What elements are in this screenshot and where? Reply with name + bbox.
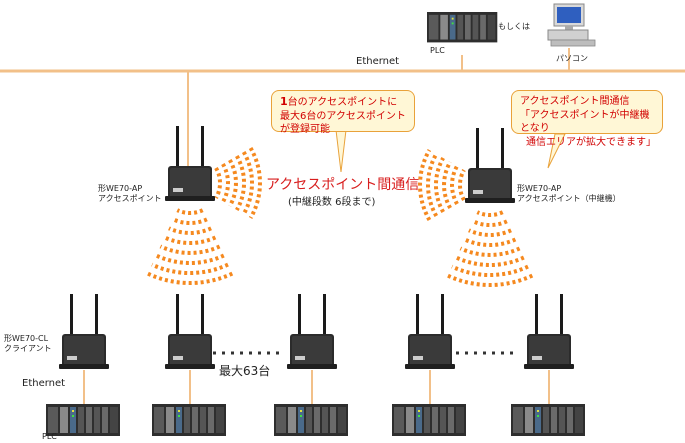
ap-left-role: アクセスポイント (98, 194, 162, 203)
plc-icon (152, 404, 226, 436)
callout-right-line3: 通信エリアが拡大できます」 (526, 136, 656, 148)
ap-left-right-wave-arc (248, 147, 262, 219)
callout-left-line3: が登録可能 (280, 124, 330, 136)
ap-left-right-wave-arc (214, 167, 222, 199)
or-label: もしくは (498, 22, 530, 31)
plc-icon (274, 404, 348, 436)
ap-left-down-wave-arc (176, 208, 204, 216)
callout-right-line2: 「アクセスポイントが中継機となり (520, 109, 650, 135)
client-device-icon (405, 294, 455, 369)
link-subtitle: (中継段数 6段まで) (288, 197, 376, 208)
callout-left: 1台のアクセスポイントに 最大6台のアクセスポイント が登録可能 (271, 90, 415, 135)
top-ethernet-label: Ethernet (356, 56, 400, 67)
callout-right-tail (547, 133, 566, 169)
callout-right: アクセスポイント間通信 「アクセスポイントが中継機となり 通信エリアが拡大できま… (511, 90, 663, 148)
ap-right-left-wave-arc (442, 161, 452, 209)
callout-right-line1: アクセスポイント間通信 (520, 96, 630, 107)
ap-left-down-wave-arc (155, 253, 225, 265)
ap-left-down-wave-arc (163, 235, 217, 245)
top-plc-icon (427, 12, 498, 43)
ap-left-model: 形WE70-AP (98, 184, 143, 193)
plc-icon (511, 404, 585, 436)
ap-left-right-wave-arc (235, 155, 247, 211)
ap-right-left-wave-arc (425, 153, 439, 217)
ap-right-left-wave-arc (418, 149, 432, 221)
pc-label: パソコン (556, 54, 588, 63)
ap-left-right-wave-arc (221, 163, 230, 203)
client-device-icon (59, 294, 109, 369)
ap-left-down-wave-arc (146, 271, 234, 285)
ap-right-left-wave-arc (450, 165, 459, 205)
ap-left-down-wave-arc (168, 226, 212, 235)
ap-right-down-wave-arc (455, 255, 525, 267)
ap-left-right-wave-arc (228, 159, 238, 207)
ap-right-left-wave-arc (433, 157, 445, 213)
ap-right-down-wave-arc (446, 273, 534, 287)
ap-right-device-icon (465, 128, 515, 203)
callout-left-line1: 台のアクセスポイントに (287, 97, 398, 108)
ap-left-down-wave-arc (172, 217, 208, 225)
client-role: クライアント (4, 344, 52, 353)
ap-right-role: アクセスポイント（中継機） (517, 194, 621, 203)
bottom-ethernet-label: Ethernet (22, 378, 66, 389)
ap-left-down-wave-arc (159, 244, 221, 255)
client-device-icon (287, 294, 337, 369)
client-device-icon (524, 294, 574, 369)
ap-left-down-wave-arc (151, 262, 229, 276)
ap-right-down-wave-arc (468, 228, 512, 237)
ap-right-down-wave-arc (451, 264, 529, 278)
ap-left-right-wave-arc (241, 151, 255, 215)
ap-right-model: 形WE70-AP (517, 184, 562, 193)
ap-right-left-wave-arc (458, 169, 466, 201)
top-plc-label: PLC (430, 46, 445, 55)
bottom-plc-label: PLC (42, 432, 57, 441)
client-device-icon (165, 294, 215, 369)
link-title: アクセスポイント間通信 (266, 177, 420, 193)
max-clients-label: 最大63台 (219, 364, 271, 378)
ap-right-down-wave-arc (476, 210, 504, 218)
client-model: 形WE70-CL (4, 334, 49, 343)
callout-left-line2: 最大6台のアクセスポイント (280, 110, 406, 122)
ap-right-down-wave-arc (472, 219, 508, 227)
callout-left-num: 1 (280, 95, 288, 108)
radio-waves (146, 147, 534, 287)
ap-right-down-wave-arc (463, 237, 517, 247)
plc-icon (392, 404, 466, 436)
plc-icon (46, 404, 120, 436)
pc-icon (547, 3, 596, 47)
ap-left-device-icon (165, 126, 215, 201)
ap-right-down-wave-arc (459, 246, 521, 257)
